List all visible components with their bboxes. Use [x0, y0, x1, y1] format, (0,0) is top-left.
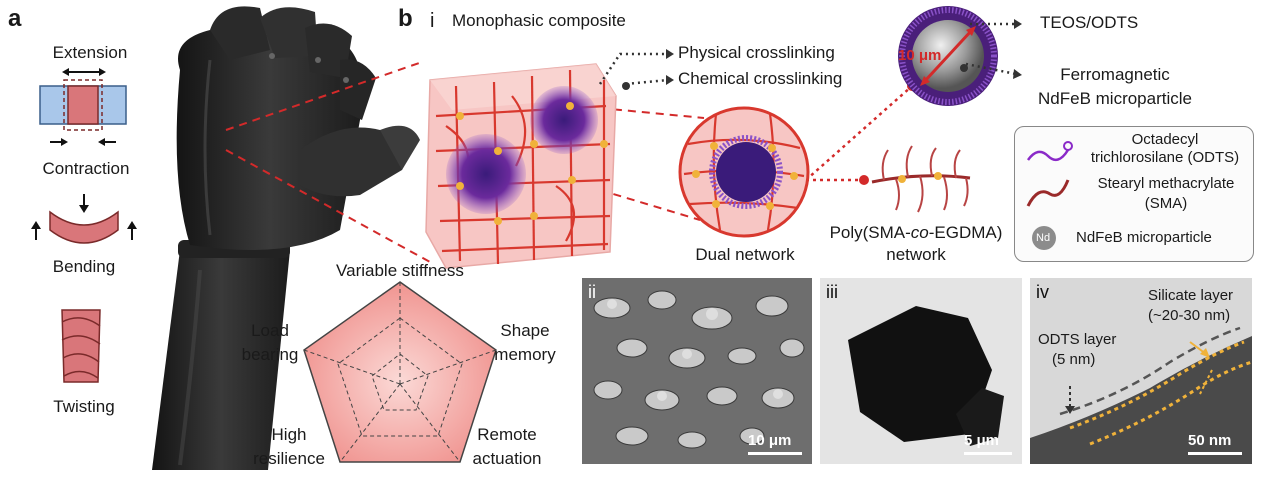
ndfeb-legend-icon [1032, 226, 1056, 250]
radar-remote-line2: actuation [472, 449, 542, 468]
contraction-label: Contraction [42, 159, 130, 178]
poly-suffix: -EGDMA) [928, 223, 1003, 242]
ndfeb-particle [898, 6, 998, 106]
hrtem-scale-label: 50 nm [1188, 432, 1232, 449]
sma-legend-icon [1026, 179, 1070, 207]
poly-network-label-line1: Poly(SMA-co-EGDMA) [826, 223, 1006, 243]
hrtem-layers [1030, 278, 1252, 464]
sem-micrograph: ii 10 μm [582, 278, 812, 464]
legend-odts-line1: Octadecyl [1131, 131, 1199, 148]
sub-label-iv: iv [1036, 282, 1049, 302]
legend-ndfeb-label: NdFeB microparticle [1076, 229, 1212, 246]
tem-scale-bar [964, 452, 1012, 455]
radar-high-line1: High [271, 425, 307, 444]
extension-contraction-icon [39, 68, 127, 146]
legend-sma-line1: Stearyl methacrylate [1097, 175, 1235, 192]
bending-icon [31, 194, 137, 244]
odts-layer-line1: ODTS layer [1038, 331, 1117, 348]
dual-network-label: Dual network [684, 245, 806, 265]
sub-label-iii: iii [826, 282, 838, 302]
poly-co: co [910, 223, 929, 242]
monophasic-composite-title: Monophasic composite [452, 11, 626, 30]
property-pentagon-chart [303, 281, 497, 463]
silicate-layer-line1: Silicate layer [1148, 287, 1234, 304]
composite-cube [425, 63, 617, 269]
ferromagnetic-label: Ferromagnetic [1060, 65, 1170, 84]
robotic-hand-illustration [152, 6, 420, 470]
sem-texture [582, 278, 812, 464]
physical-crosslinking-label: Physical crosslinking [678, 43, 835, 62]
poly-network-label-line2: network [886, 245, 946, 264]
dual-network-text: Dual network [695, 245, 795, 264]
chemical-crosslinking-label: Chemical crosslinking [678, 69, 843, 88]
bending-label: Bending [52, 257, 116, 276]
panel-label-b: b [398, 5, 413, 32]
polymer-network-strand [871, 145, 971, 213]
legend-odts-line2: trichlorosilane (ODTS) [1090, 149, 1240, 166]
sem-scale-bar [748, 452, 802, 455]
silicate-layer-line2: (~20-30 nm) [1148, 307, 1231, 324]
radar-remote-line1: Remote [477, 425, 537, 444]
sub-label-ii: ii [588, 282, 596, 302]
crosslinking-pointers [598, 49, 674, 90]
panel-label-a: a [8, 5, 22, 32]
odts-legend-icon [1026, 141, 1073, 162]
odts-layer-line2: (5 nm) [1052, 351, 1096, 368]
radar-high-line2: resilience [253, 449, 325, 468]
sub-label-i: i [430, 10, 435, 32]
extension-label: Extension [52, 43, 128, 62]
particle-size-label: 10 μm [898, 47, 942, 64]
tem-scale-label: 5 μm [964, 432, 1000, 449]
teos-odts-label: TEOS/ODTS [1040, 13, 1139, 32]
tem-micrograph: iii 5 μm [820, 278, 1022, 464]
ndfeb-microparticle-label: NdFeB microparticle [1038, 89, 1192, 108]
dual-network-circle [678, 106, 810, 238]
twisting-label: Twisting [53, 397, 115, 416]
radar-load-line1: Load [251, 321, 289, 340]
particle-pointers [966, 19, 1022, 79]
radar-shape-line2: memory [494, 345, 556, 364]
legend-sma-line2: (SMA) [1144, 195, 1188, 212]
radar-variable-stiffness: Variable stiffness [336, 261, 464, 280]
hrtem-micrograph: iv Silicate layer (~20-30 nm) ODTS layer… [1030, 278, 1252, 464]
sem-scale-label: 10 μm [748, 432, 792, 449]
hrtem-scale-bar [1188, 452, 1242, 455]
tem-particles [820, 278, 1022, 464]
radar-shape-line1: Shape [500, 321, 550, 340]
radar-load-line2: bearing [241, 345, 299, 364]
legend-nd-symbol: Nd [1036, 232, 1051, 244]
poly-prefix: Poly(SMA- [829, 223, 911, 242]
twisting-icon [61, 309, 101, 383]
